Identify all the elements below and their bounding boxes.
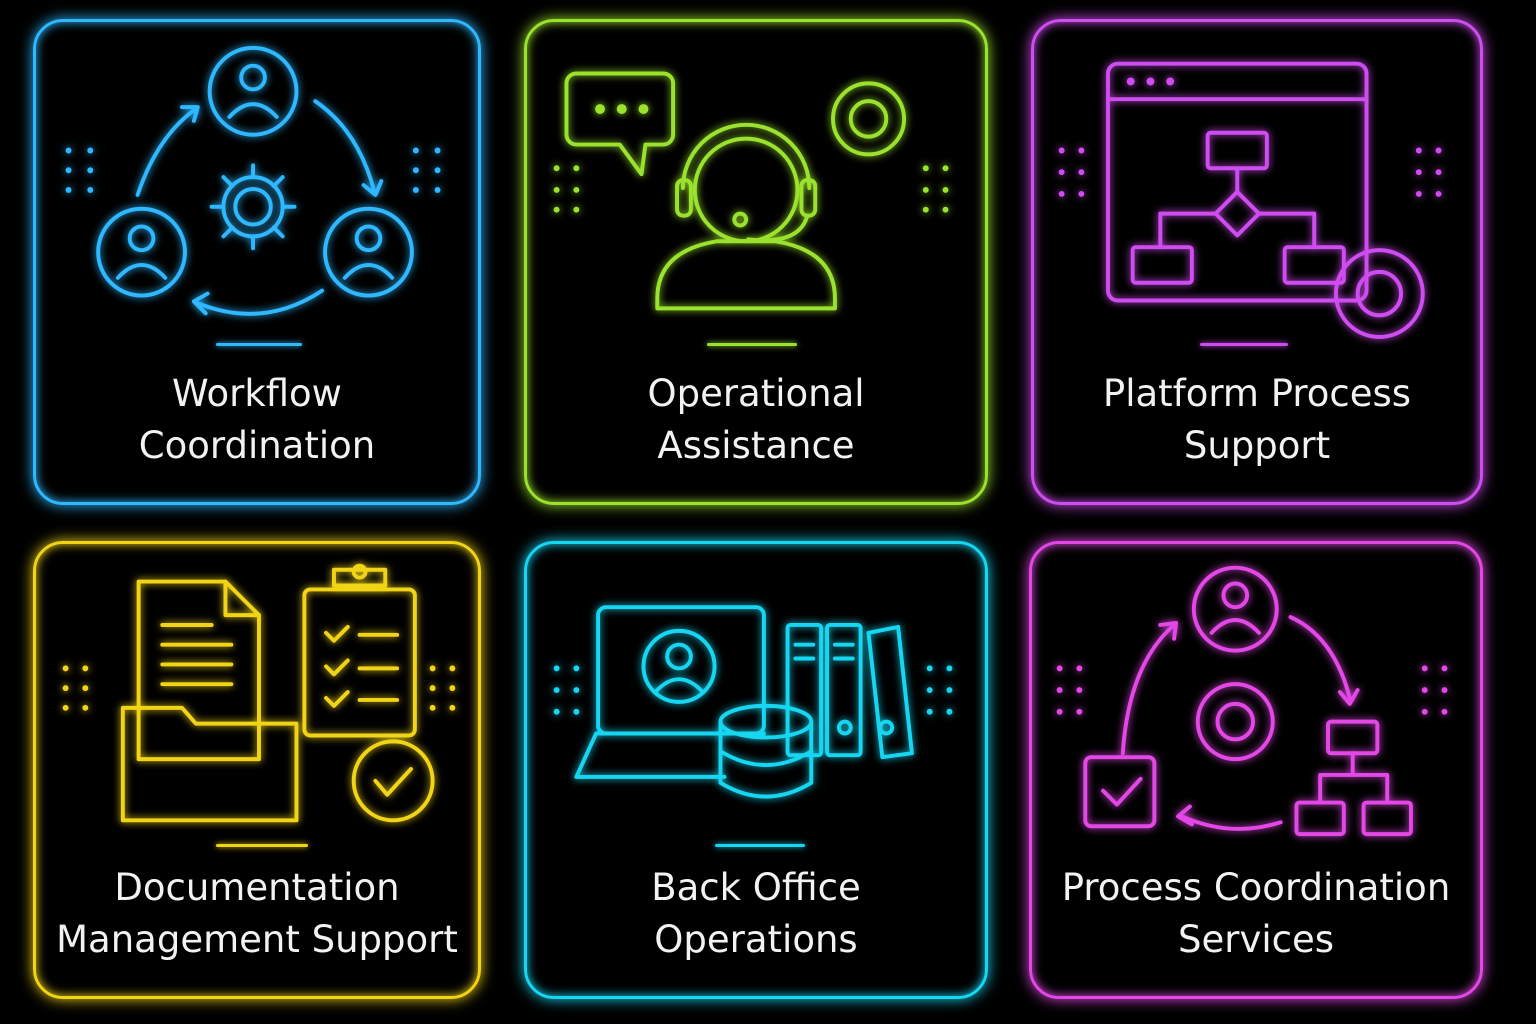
divider — [216, 343, 302, 346]
laptop-database-binders-icon — [553, 605, 953, 799]
divider — [707, 343, 797, 346]
divider — [715, 844, 805, 847]
people-cycle-gear-icon — [65, 45, 441, 316]
flowchart-window-gear-icon — [1058, 61, 1442, 339]
divider — [216, 844, 308, 847]
divider — [1200, 343, 1288, 346]
documents-checklist-icon — [62, 563, 456, 823]
process-cycle-gear-icon — [1056, 565, 1448, 837]
headset-agent-icon — [553, 71, 949, 311]
